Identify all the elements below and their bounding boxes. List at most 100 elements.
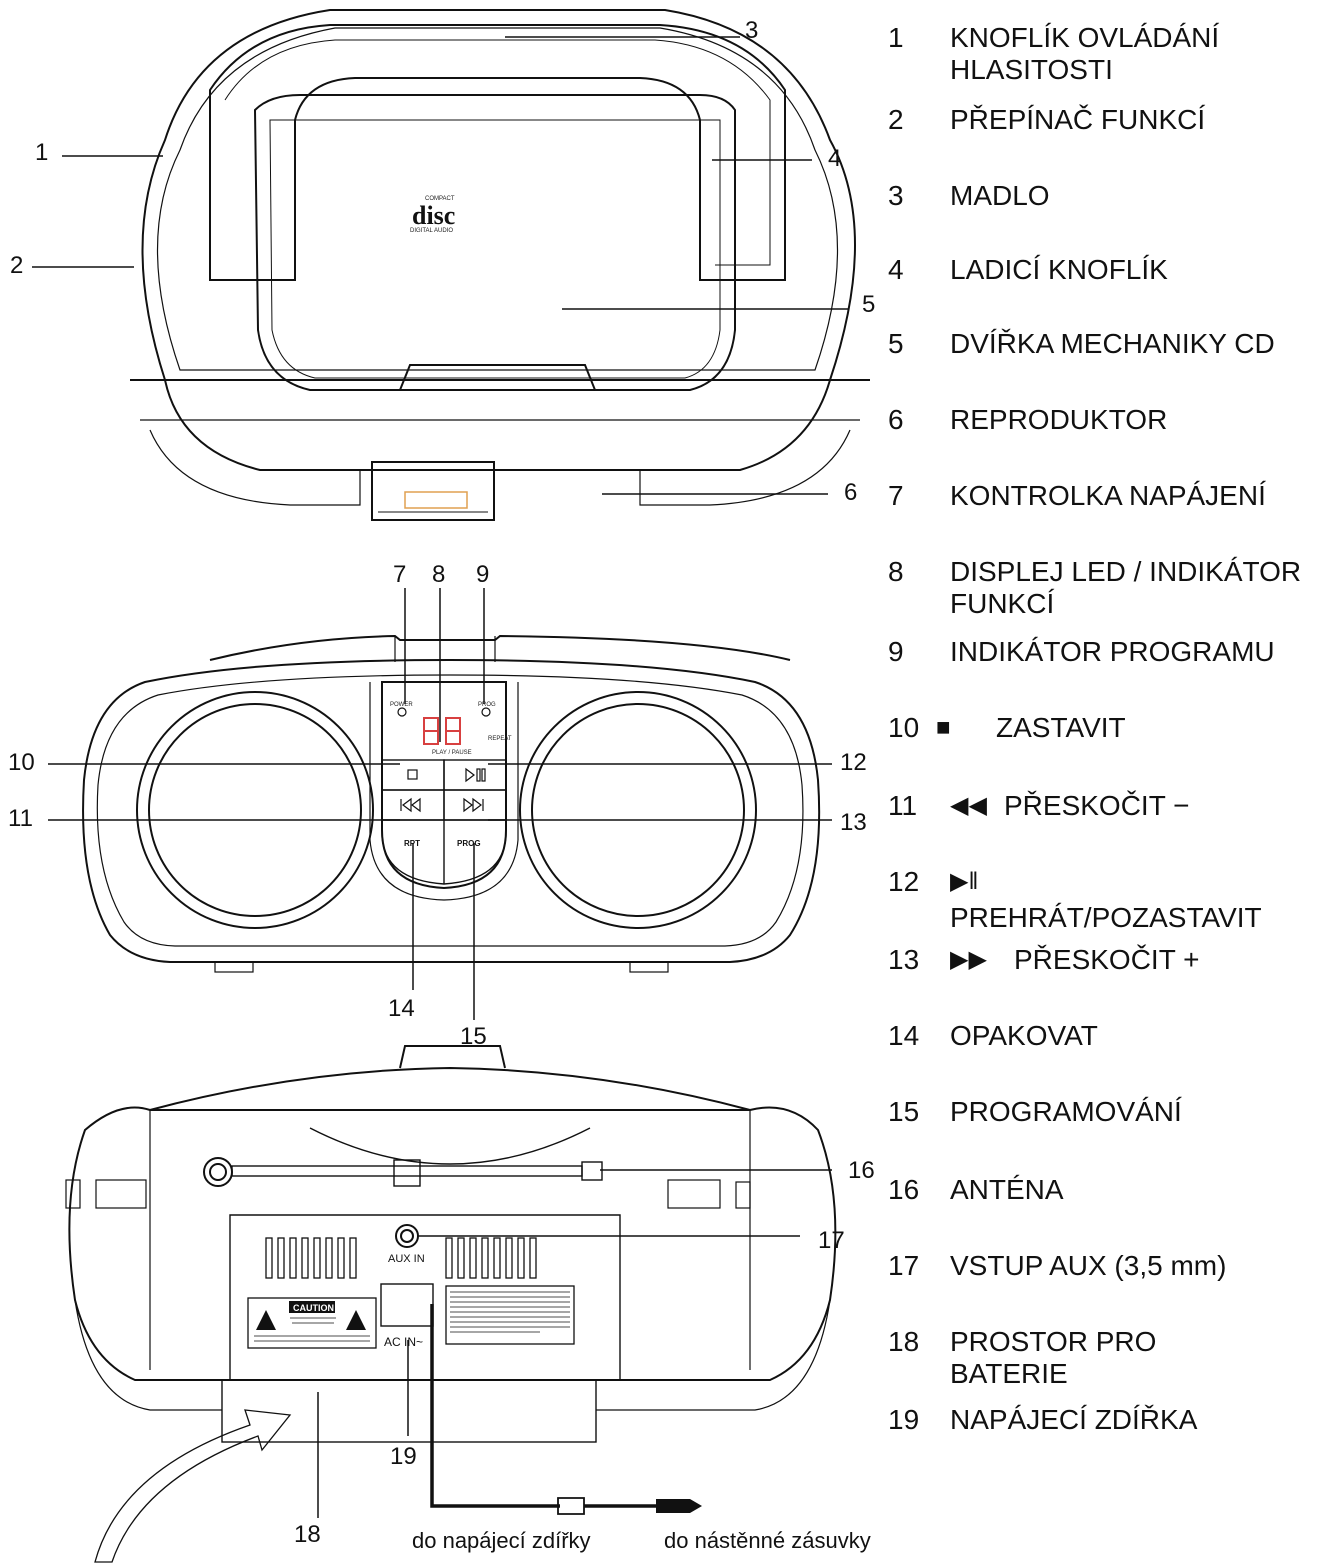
callout-6: 6 — [844, 479, 857, 506]
callout-12: 12 — [840, 749, 867, 776]
stop-button[interactable] — [407, 769, 418, 780]
cd-door — [253, 94, 736, 391]
top-body-inner — [156, 27, 839, 371]
warning-triangle-right-icon — [346, 1310, 366, 1330]
led-display — [423, 717, 461, 745]
callout-11: 11 — [8, 805, 33, 832]
side-vent-left-1 — [65, 1179, 81, 1209]
cd-door-tab — [399, 364, 596, 391]
callouts-back — [317, 1169, 832, 1518]
callout-19: 19 — [390, 1443, 417, 1470]
aux-in-label: AUX IN — [388, 1253, 425, 1265]
speaker-right-inner — [531, 703, 745, 917]
front-view: POWER PROG PLAY / PAUSE REPEAT — [82, 634, 821, 973]
prog-led — [481, 707, 491, 717]
side-vent-right-1 — [667, 1179, 721, 1209]
callout-17: 17 — [818, 1227, 845, 1254]
antenna-pivot-inner — [209, 1163, 227, 1181]
speaker-left-inner — [148, 703, 362, 917]
front-body-inner — [96, 674, 804, 947]
side-vent-right-2 — [735, 1181, 751, 1209]
cd-logo-disc: disc — [412, 201, 455, 230]
back-view: AUX IN CAUTION AC IN~ — [65, 1045, 837, 1563]
power-cord — [430, 1304, 560, 1508]
foot-left — [214, 961, 254, 973]
back-body-inner — [149, 1110, 751, 1370]
vent-slots-left — [265, 1237, 357, 1279]
handle — [209, 24, 786, 281]
back-bottom-right — [596, 1299, 831, 1411]
skip-forward-button[interactable] — [463, 797, 484, 813]
control-panel-outline — [369, 682, 519, 901]
callout-1: 1 — [35, 139, 48, 166]
warning-triangle-left-icon — [256, 1310, 276, 1330]
callout-13: 13 — [840, 809, 867, 836]
ac-in-label: AC IN~ — [384, 1335, 423, 1349]
power-label: POWER — [390, 702, 413, 708]
speaker-grille-right — [639, 429, 851, 506]
handle-inner — [224, 39, 771, 266]
back-body — [68, 1106, 837, 1381]
play-pause-label: PLAY / PAUSE — [432, 750, 472, 756]
front-top-rim — [209, 634, 791, 661]
caution-label — [247, 1297, 377, 1349]
back-panel — [229, 1214, 621, 1381]
skip-back-button[interactable] — [400, 797, 421, 813]
power-led — [397, 707, 407, 717]
caution-header: CAUTION — [293, 1303, 334, 1313]
prog-label: PROG — [478, 702, 496, 708]
callout-7: 7 — [393, 561, 406, 588]
cd-logo-top: COMPACT — [425, 196, 455, 202]
callout-2: 2 — [10, 252, 23, 279]
aux-in-jack[interactable] — [395, 1224, 419, 1248]
cd-logo-bottom: DIGITAL AUDIO — [410, 228, 453, 234]
aux-in-jack-inner — [400, 1229, 414, 1243]
repeat-label: REPEAT — [488, 736, 512, 742]
antenna-pivot — [203, 1157, 233, 1187]
callouts-front — [48, 588, 832, 1020]
callout-3: 3 — [745, 17, 758, 44]
front-handle — [394, 636, 496, 662]
battery-compartment — [221, 1379, 597, 1443]
callout-18: 18 — [294, 1521, 321, 1548]
back-bottom-left — [74, 1299, 222, 1411]
front-display — [404, 491, 468, 509]
front-display-housing — [371, 461, 495, 521]
back-arc — [309, 1127, 591, 1165]
back-handle — [399, 1045, 506, 1069]
ac-in-socket[interactable] — [380, 1283, 434, 1327]
speaker-left — [136, 691, 374, 929]
battery-arrow-icon — [94, 1409, 292, 1563]
play-pause-button[interactable] — [465, 767, 486, 783]
antenna-rod — [231, 1165, 583, 1177]
repeat-button[interactable]: RPT — [404, 839, 420, 848]
callout-14: 14 — [388, 995, 415, 1022]
cd-door-inner — [269, 119, 721, 379]
callout-9: 9 — [476, 561, 489, 588]
side-vent-left-2 — [95, 1179, 147, 1209]
front-body — [82, 658, 821, 963]
speaker-right — [519, 691, 757, 929]
callout-10: 10 — [8, 749, 35, 776]
antenna-clip — [393, 1159, 421, 1187]
callout-4: 4 — [828, 145, 841, 172]
power-plug-connector — [557, 1497, 585, 1515]
fcc-label — [445, 1285, 575, 1345]
program-button[interactable]: PROG — [457, 839, 481, 848]
caution-text-lines — [254, 1317, 370, 1342]
speaker-grille-left — [149, 429, 361, 506]
caution-header-bg — [289, 1301, 335, 1313]
power-plug-icon — [656, 1499, 702, 1513]
top-view: COMPACT disc DIGITAL AUDIO — [130, 9, 870, 521]
fcc-text-lines — [450, 1291, 570, 1333]
antenna-tip — [581, 1161, 603, 1181]
callout-8: 8 — [432, 561, 445, 588]
callout-16: 16 — [848, 1157, 875, 1184]
callout-5: 5 — [862, 291, 875, 318]
back-top-rim — [149, 1066, 751, 1111]
button-grid — [381, 759, 507, 885]
foot-right — [629, 961, 669, 973]
vent-slots-right — [445, 1237, 537, 1279]
callouts-top — [32, 36, 848, 495]
